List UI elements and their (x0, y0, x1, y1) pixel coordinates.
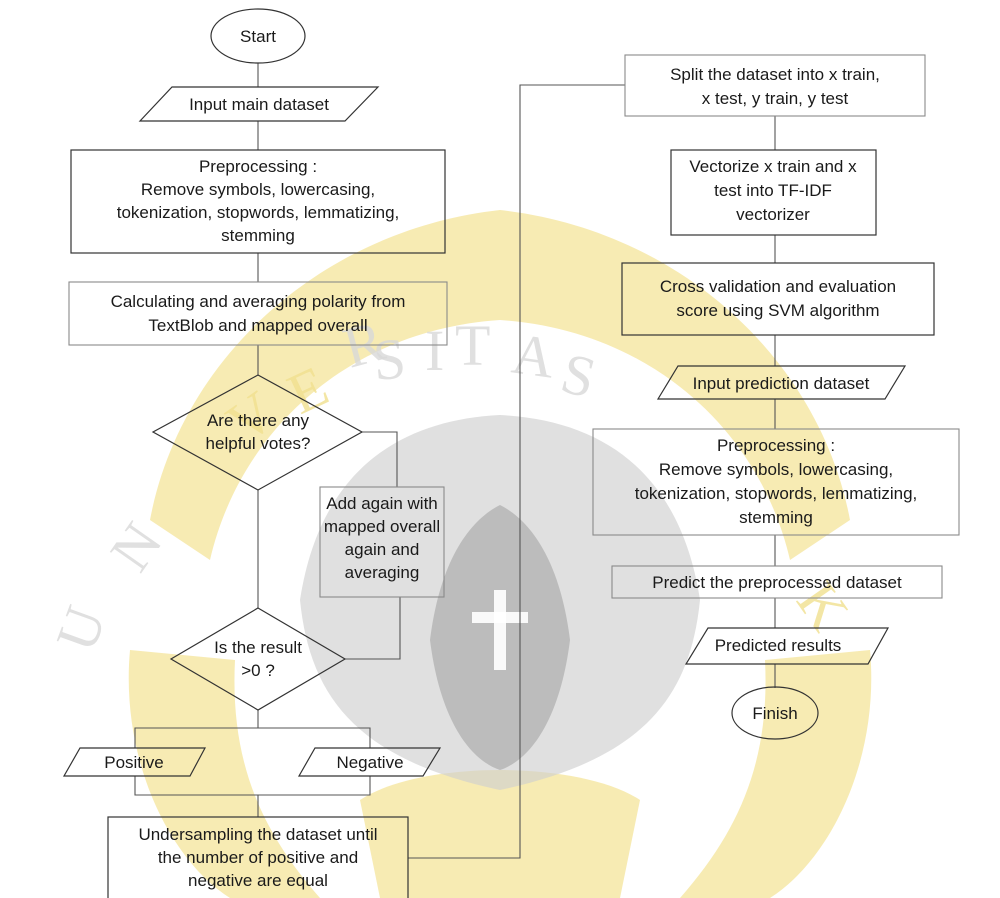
predict-box: Predict the preprocessed dataset (611, 565, 943, 599)
watermark-letter: U (43, 598, 118, 660)
polarity-box: Calculating and averaging polarity from … (68, 281, 448, 346)
preprocessing-2-line: Remove symbols, lowercasing, (659, 460, 893, 479)
finish-label: Finish (752, 704, 797, 723)
predicted-results-label: Predicted results (715, 636, 842, 655)
result-decision-line: >0 ? (241, 661, 275, 680)
polarity-line: Calculating and averaging polarity from (111, 292, 406, 311)
split-line: Split the dataset into x train, (670, 65, 880, 84)
preprocessing-1-line: tokenization, stopwords, lemmatizing, (117, 203, 400, 222)
negative-output: Negative (297, 747, 442, 777)
vectorize-line: test into TF-IDF (714, 181, 832, 200)
helpful-votes-line: Are there any (207, 411, 310, 430)
add-again-line: mapped overall (324, 517, 440, 536)
undersample-line: Undersampling the dataset until (138, 825, 377, 844)
result-decision: Is the result >0 ? (169, 607, 347, 711)
preprocessing-2-line: tokenization, stopwords, lemmatizing, (635, 484, 918, 503)
cross-validation-line: Cross validation and evaluation (660, 277, 896, 296)
watermark-letter: A (508, 321, 559, 391)
start-terminal: Start (210, 8, 306, 64)
finish-terminal: Finish (731, 686, 819, 740)
helpful-votes-decision: Are there any helpful votes? (151, 374, 364, 491)
positive-output: Positive (62, 747, 207, 777)
cross-validation-line: score using SVM algorithm (676, 301, 879, 320)
input-prediction-label: Input prediction dataset (693, 374, 870, 393)
input-prediction-dataset: Input prediction dataset (656, 365, 907, 400)
predicted-results-output: Predicted results (684, 627, 890, 665)
split-box: Split the dataset into x train, x test, … (624, 54, 926, 117)
polarity-line: TextBlob and mapped overall (148, 316, 367, 335)
negative-label: Negative (336, 753, 403, 772)
preprocessing-1-line: stemming (221, 226, 295, 245)
vectorize-line: Vectorize x train and x (689, 157, 857, 176)
add-again-line: again and (345, 540, 420, 559)
start-label: Start (240, 27, 276, 46)
add-again-line: Add again with (326, 494, 438, 513)
watermark-letter: S (555, 340, 603, 411)
watermark-letter: I (425, 318, 444, 383)
add-again-line: averaging (345, 563, 420, 582)
cross-validation-box: Cross validation and evaluation score us… (621, 262, 935, 336)
predict-label: Predict the preprocessed dataset (652, 573, 902, 592)
preprocessing-box-2: Preprocessing : Remove symbols, lowercas… (592, 428, 960, 536)
connectors (134, 63, 776, 859)
result-decision-line: Is the result (214, 638, 302, 657)
watermark-letter: T (455, 313, 490, 378)
preprocessing-2-line: stemming (739, 508, 813, 527)
helpful-votes-line: helpful votes? (206, 434, 311, 453)
input-main-dataset-label: Input main dataset (189, 95, 329, 114)
preprocessing-1-line: Remove symbols, lowercasing, (141, 180, 375, 199)
input-main-dataset: Input main dataset (138, 86, 380, 122)
preprocessing-1-line: Preprocessing : (199, 157, 317, 176)
vectorize-line: vectorizer (736, 205, 810, 224)
watermark-letter: S (370, 325, 408, 393)
vectorize-box: Vectorize x train and x test into TF-IDF… (670, 149, 877, 236)
preprocessing-2-line: Preprocessing : (717, 436, 835, 455)
undersample-box: Undersampling the dataset until the numb… (107, 816, 409, 898)
preprocessing-box-1: Preprocessing : Remove symbols, lowercas… (70, 149, 446, 254)
add-again-box: Add again with mapped overall again and … (319, 486, 445, 598)
undersample-line: the number of positive and (158, 848, 358, 867)
positive-label: Positive (104, 753, 164, 772)
split-line: x test, y train, y test (702, 89, 849, 108)
undersample-line: negative are equal (188, 871, 328, 890)
